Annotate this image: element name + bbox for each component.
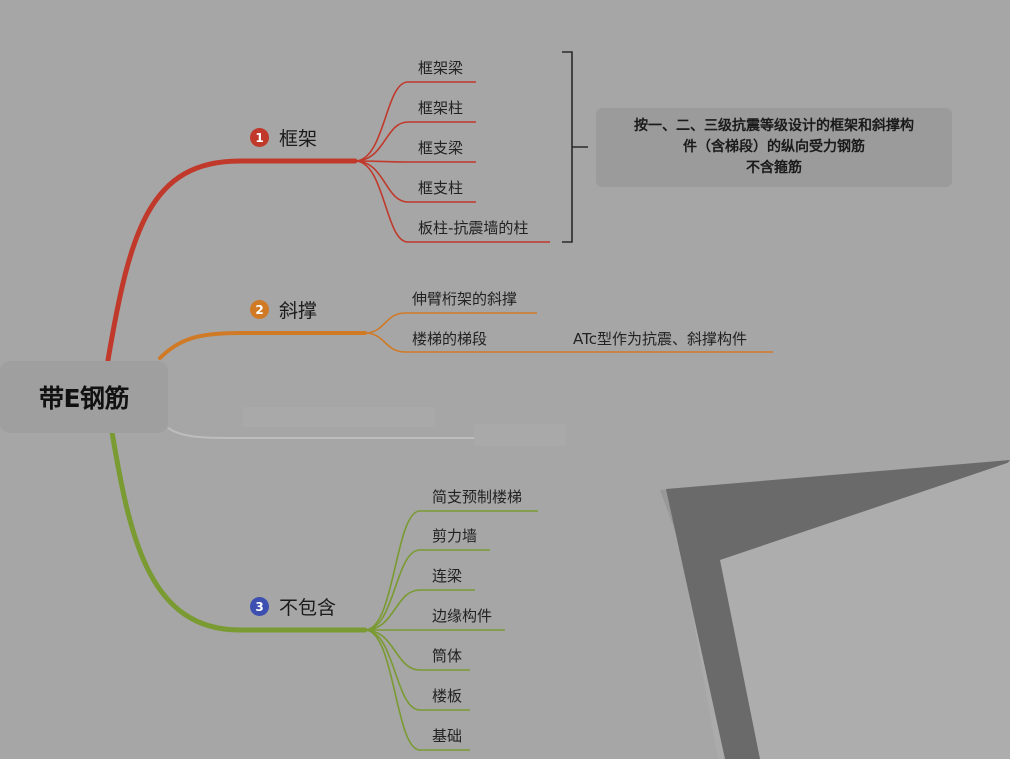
exclude-leaf-connector — [364, 629, 470, 751]
branch-frame[interactable]: 1 框架 — [250, 124, 317, 151]
leaf-stair-flight[interactable]: 楼梯的梯段 — [412, 330, 488, 348]
leaf-shear-wall[interactable]: 剪力墙 — [432, 527, 478, 545]
exclude-leaf-connector — [364, 629, 470, 711]
note-line: 件（含梯段）的纵向受力钢筋 — [683, 139, 865, 155]
exclude-leaf-connector — [364, 629, 470, 671]
leaf-tube[interactable]: 筒体 — [432, 647, 463, 665]
note-line: 不含箍筋 — [746, 160, 802, 176]
blank-leaf-block — [474, 424, 566, 446]
frame-note-box[interactable]: 按一、二、三级抗震等级设计的框架和斜撑构 件（含梯段）的纵向受力钢筋 不含箍筋 — [596, 108, 952, 187]
leaf-frame-column[interactable]: 框架柱 — [418, 99, 464, 117]
leaf-coupling-beam[interactable]: 连梁 — [432, 567, 463, 585]
leaf-boundary-element[interactable]: 边缘构件 — [432, 607, 493, 625]
branch-brace[interactable]: 2 斜撑 — [250, 296, 317, 323]
frame-leaf-connector — [354, 121, 476, 162]
branch-label: 不包含 — [279, 597, 337, 619]
exclude-leaf-connector — [364, 589, 475, 631]
sub-leaf-atc-stair[interactable]: ATc型作为抗震、斜撑构件 — [573, 330, 747, 348]
note-line: 按一、二、三级抗震等级设计的框架和斜撑构 — [634, 118, 914, 134]
frame-summary-bracket — [562, 51, 588, 243]
frame-leaf-connector — [354, 160, 550, 243]
blank-branch-block — [243, 407, 435, 427]
leaf-frame-beam[interactable]: 框架梁 — [418, 59, 464, 77]
branch-number-badge: 1 — [250, 128, 269, 147]
root-to-brace-curve — [158, 331, 367, 360]
brace-leaf-connector — [364, 332, 773, 353]
root-to-frame-curve — [105, 158, 358, 363]
frame-leaf-connector — [354, 81, 476, 162]
page-curl-highlight — [720, 462, 1010, 759]
branch-exclude[interactable]: 3 不包含 — [250, 593, 336, 620]
leaf-outrigger-brace[interactable]: 伸臂桁架的斜撑 — [412, 290, 518, 308]
root-to-blank-curve — [167, 427, 480, 439]
leaf-transfer-beam[interactable]: 框支梁 — [418, 139, 464, 157]
brace-leaf-connector — [364, 312, 537, 334]
branch-number-badge: 3 — [250, 597, 269, 616]
root-to-exclude-curve — [109, 429, 368, 633]
root-node[interactable]: 带E钢筋 — [0, 361, 168, 433]
exclude-leaf-connector — [364, 549, 490, 631]
branch-label: 框架 — [279, 128, 318, 150]
leaf-slab-column[interactable]: 板柱-抗震墙的柱 — [418, 219, 529, 237]
frame-leaf-connector — [354, 160, 476, 163]
branch-label: 斜撑 — [279, 300, 318, 322]
leaf-precast-stair[interactable]: 简支预制楼梯 — [432, 488, 523, 506]
root-label: 带E钢筋 — [38, 384, 130, 413]
leaf-foundation[interactable]: 基础 — [432, 727, 463, 745]
frame-leaf-connector — [354, 160, 476, 203]
leaf-floor-slab[interactable]: 楼板 — [432, 687, 463, 705]
leaf-transfer-column[interactable]: 框支柱 — [418, 179, 464, 197]
branch-number-badge: 2 — [250, 300, 269, 319]
exclude-leaf-connector — [364, 510, 538, 631]
